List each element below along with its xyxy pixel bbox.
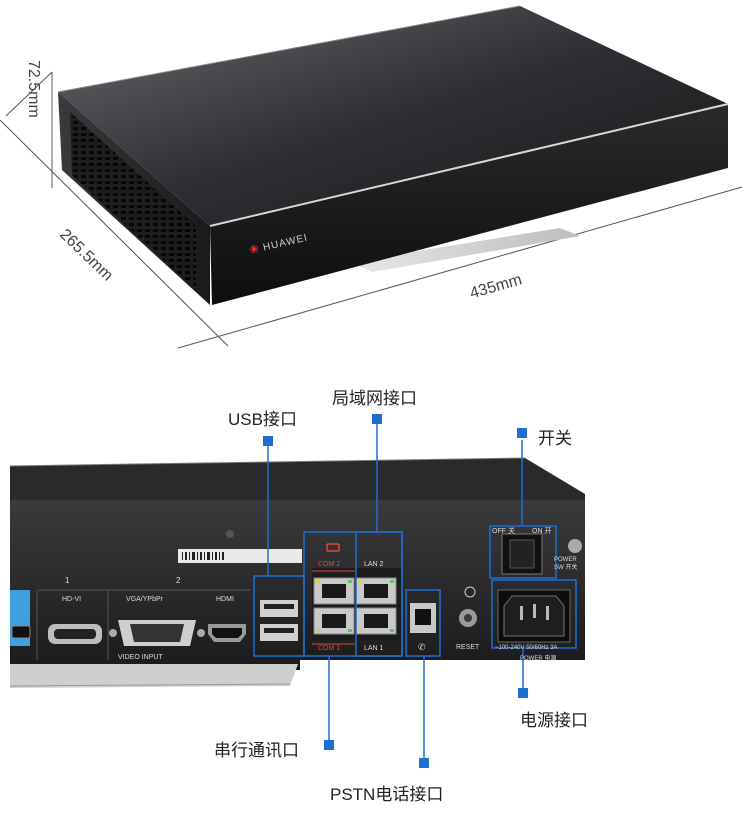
label-power-sw: POWER SW 开关 xyxy=(554,557,578,571)
callout-usb: USB接口 xyxy=(228,410,297,429)
label-com2: COM 2 xyxy=(318,561,341,568)
label-off: OFF 关 xyxy=(492,528,515,535)
input-2-number: 2 xyxy=(176,576,181,585)
input-1-number: 1 xyxy=(65,576,70,585)
label-voltage: ~100-240V 50/60Hz 3A xyxy=(495,645,558,651)
label-hd-vi: HD-VI xyxy=(62,596,82,603)
callout-lan: 局域网接口 xyxy=(332,389,417,408)
callout-power-switch: 开关 xyxy=(538,429,572,448)
label-power: POWER 电源 xyxy=(520,656,557,662)
label-hdmi: HDMI xyxy=(216,596,234,603)
label-reset: RESET xyxy=(456,644,480,651)
label-lan1: LAN 1 xyxy=(364,645,384,652)
label-vga: VGA/YPbPr xyxy=(126,596,163,603)
label-video-input: VIDEO INPUT xyxy=(118,654,163,661)
device-front-face xyxy=(210,104,728,305)
label-lan2: LAN 2 xyxy=(364,561,384,568)
callout-pstn: PSTN电话接口 xyxy=(330,785,444,804)
callout-serial: 串行通讯口 xyxy=(214,741,299,760)
dimension-lines xyxy=(0,71,743,349)
callout-power-port: 电源接口 xyxy=(520,711,588,730)
phone-icon: ✆ xyxy=(418,642,426,652)
label-com1: COM 1 xyxy=(318,645,341,652)
label-on: ON 开 xyxy=(532,528,552,535)
